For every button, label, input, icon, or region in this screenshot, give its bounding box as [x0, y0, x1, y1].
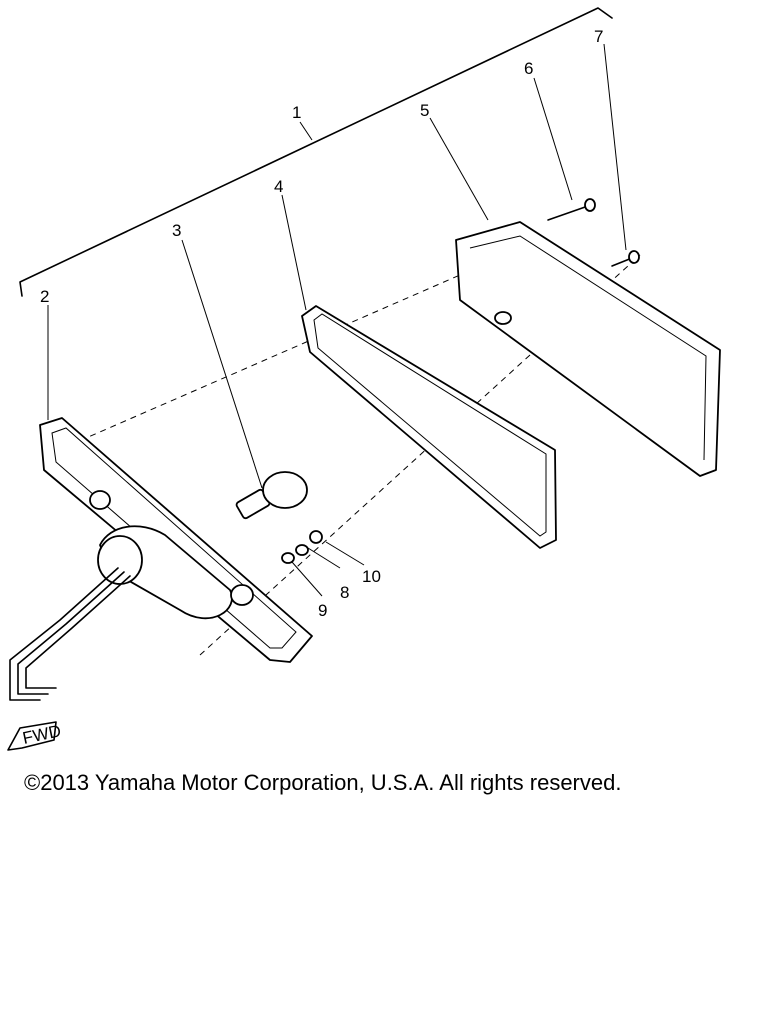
lens	[455, 221, 721, 477]
fwd-label: FWD	[21, 721, 63, 748]
washer-9	[281, 552, 295, 564]
bulb	[235, 471, 308, 520]
callout-5: 5	[420, 101, 429, 120]
lamp-base-housing	[9, 417, 313, 701]
callout-4: 4	[274, 177, 283, 196]
screw-short	[611, 250, 640, 267]
callout-10: 10	[362, 567, 381, 586]
copyright-notice: ©2013 Yamaha Motor Corporation, U.S.A. A…	[24, 770, 622, 795]
callout-3: 3	[172, 221, 181, 240]
callout-9: 9	[318, 601, 327, 620]
callout-7: 7	[594, 27, 603, 46]
callout-numbers: 1 2 3 4 5 6 7 8 9 10	[40, 27, 603, 620]
callout-2: 2	[40, 287, 49, 306]
washer-8	[295, 544, 309, 556]
callout-6: 6	[524, 59, 533, 78]
callout-1: 1	[292, 103, 301, 122]
screw-long	[547, 198, 596, 221]
callout-8: 8	[340, 583, 349, 602]
fwd-arrow-icon: FWD	[7, 721, 63, 751]
exploded-parts-diagram: FWD 1 2 3 4 5 6 7 8 9 10	[7, 7, 721, 751]
nut-10	[309, 530, 323, 544]
gasket	[301, 305, 557, 549]
assembly-bracket	[19, 7, 613, 297]
